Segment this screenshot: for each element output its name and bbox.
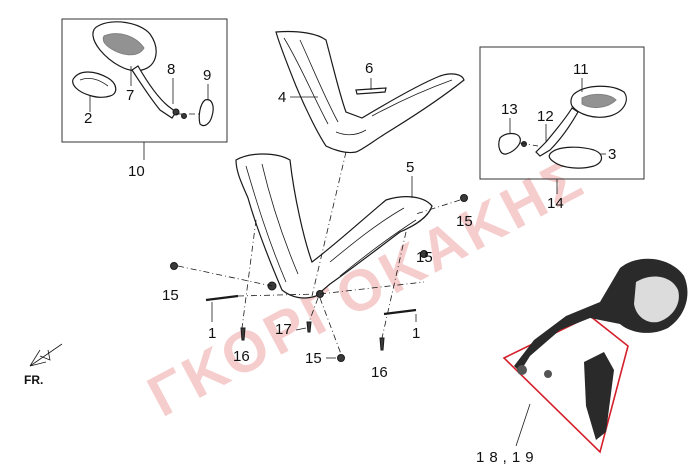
callout-8: 8 — [167, 61, 175, 78]
callout-15-left: 15 — [162, 287, 179, 304]
left-mirror-group-box — [61, 18, 228, 143]
callout-10: 10 — [128, 163, 145, 180]
left-mirror-lens — [72, 71, 117, 98]
callout-15-mid: 15 — [416, 249, 433, 266]
dash-line-i — [381, 231, 407, 339]
callout-2: 2 — [84, 110, 92, 127]
callout-11: 11 — [573, 61, 589, 78]
dash-line-f — [241, 219, 257, 329]
callout-12: 12 — [537, 108, 554, 125]
callout-16-right: 16 — [371, 364, 388, 381]
front-direction-arrow-icon — [29, 343, 63, 367]
callout-17: 17 — [275, 321, 292, 338]
callout-7: 7 — [126, 87, 134, 104]
callout-15-right: 15 — [456, 213, 473, 230]
photo-bolt-2 — [544, 370, 552, 378]
right-mirror-head — [535, 85, 627, 157]
callout-3: 3 — [608, 146, 616, 163]
callout-9: 9 — [203, 67, 211, 84]
dash-line-g — [308, 297, 319, 323]
front-label: FR. — [24, 373, 43, 387]
callout-15-bottom: 15 — [305, 350, 322, 367]
photo-mirror-glass — [634, 276, 679, 323]
leader-18-19 — [515, 403, 531, 447]
upper-front-cover — [275, 30, 465, 154]
left-mirror-bracket — [172, 99, 214, 127]
photo-bolt — [517, 365, 527, 375]
callout-1-left: 1 — [208, 325, 216, 342]
dash-line-h — [319, 297, 342, 355]
dash-line-c — [319, 281, 425, 295]
detail-photo-inset — [502, 258, 688, 454]
callout-14: 14 — [547, 195, 564, 212]
left-mirror-head — [92, 21, 177, 119]
detail-border — [502, 315, 629, 454]
callout-4: 4 — [278, 89, 286, 106]
photo-mirror-cover — [584, 352, 614, 440]
right-mirror-group-box — [479, 46, 645, 180]
callout-18-19: 18,19 — [476, 449, 539, 466]
fasteners — [170, 194, 468, 362]
callout-5: 5 — [406, 159, 414, 176]
right-mirror-bracket — [498, 132, 539, 155]
callout-16-left: 16 — [233, 348, 250, 365]
dash-line-d — [237, 293, 319, 297]
callout-1-right: 1 — [412, 325, 420, 342]
right-mirror-lens — [548, 146, 603, 169]
dash-line-a — [177, 265, 273, 287]
emblem-6 — [355, 87, 387, 95]
lower-handlebar-cover — [235, 153, 433, 299]
callout-13: 13 — [501, 101, 518, 118]
leader-17 — [295, 327, 307, 331]
watermark-text: ΓΚΟΡΓΟΚΑΚΗΣ — [137, 145, 595, 430]
watermark: ΓΚΟΡΓΟΚΑΚΗΣ — [137, 145, 595, 430]
callout-6: 6 — [365, 60, 373, 77]
